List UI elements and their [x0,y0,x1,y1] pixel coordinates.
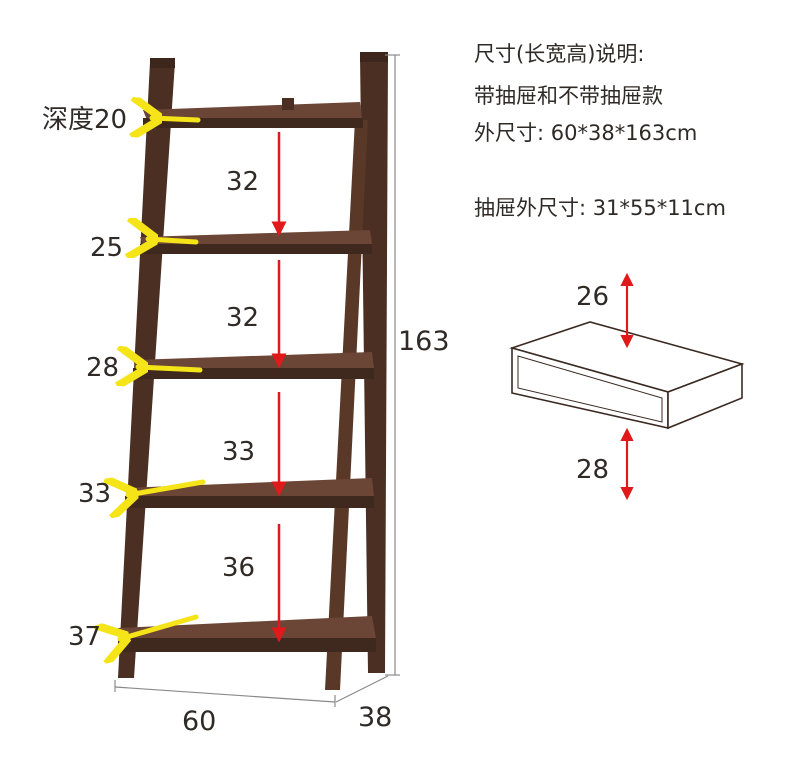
shelf-labels: 深度20 25 28 33 37 32 32 33 36 163 60 38 [42,105,450,737]
total-height-label: 163 [398,326,450,357]
width-dim-line [114,686,336,703]
shelf-2 [140,230,372,254]
dimension-lines [114,54,400,707]
spec-drawer-size: 抽屉外尺寸: 31*55*11cm [474,196,726,220]
back-left-cap [150,58,175,68]
shelf-1 [143,98,363,128]
drawer-top-label: 26 [576,282,609,312]
ladder-shelf-illustration [118,52,388,690]
depth-label-5: 37 [68,622,101,652]
drawer-illustration: 26 28 [509,272,745,501]
spec-variant: 带抽屉和不带抽屉款 [474,84,663,108]
drawer-side [667,362,743,430]
shelf-3 [133,352,374,379]
depth-arrow-5 [120,614,199,639]
gap-label-4: 36 [222,553,255,583]
depth-arrow-1 [152,118,201,120]
depth-arrow-3 [138,367,203,370]
gap-label-2: 32 [226,303,259,333]
depth-label-3: 28 [86,353,119,383]
depth-arrows [120,118,206,639]
drawer-bottom-label: 28 [576,455,609,485]
spec-heading: 尺寸(长宽高)说明: [474,42,645,66]
gap-label-1: 32 [226,167,259,197]
back-right-leg [360,55,388,673]
spec-outer-size: 外尺寸: 60*38*163cm [474,121,698,145]
depth-label: 38 [358,702,392,733]
depth-label-4: 33 [78,479,111,509]
shelf-4 [125,478,374,508]
drawer-front-inner [517,355,663,423]
shelf-5 [118,616,376,652]
gap-label-3: 33 [222,437,255,467]
front-right-leg [325,120,368,690]
depth-dim-line [335,675,389,703]
depth-label-1: 深度20 [42,105,127,135]
depth-arrow-4 [128,482,206,495]
depth-label-2: 25 [90,233,123,263]
width-label: 60 [182,706,216,737]
depth-arrow-2 [148,239,199,242]
back-right-cap [360,52,388,62]
